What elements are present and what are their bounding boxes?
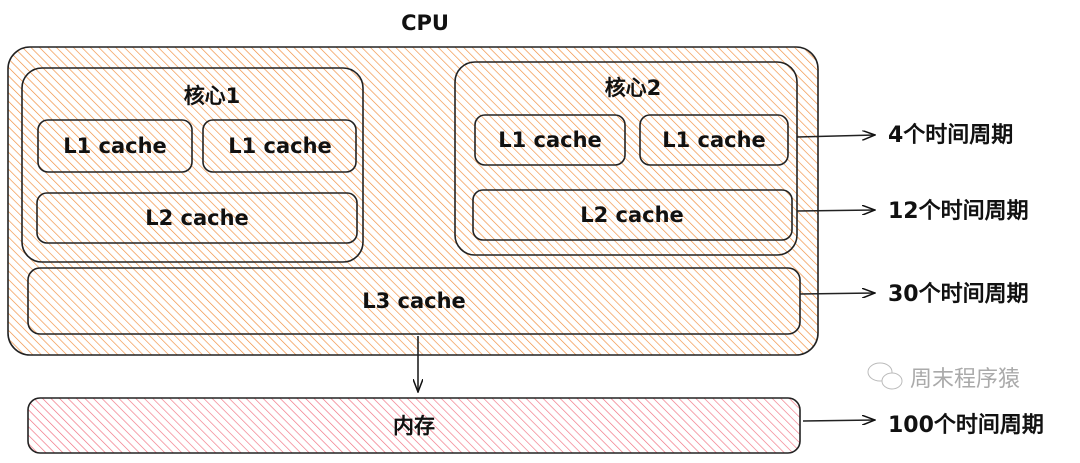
l3-label: L3 cache — [362, 289, 466, 313]
core1-l2-box — [36, 192, 358, 244]
core1-label: 核心1 — [184, 84, 241, 108]
cpu-box — [7, 46, 819, 356]
core2-l1b-label: L1 cache — [662, 128, 766, 152]
memory-box — [27, 397, 801, 454]
l1-latency-label: 4个时间周期 — [888, 123, 1013, 148]
l3-box — [27, 267, 801, 335]
core2-l2-label: L2 cache — [580, 203, 684, 227]
memory-latency-label: 100个时间周期 — [888, 413, 1044, 438]
memory-latency-arrow — [802, 420, 875, 421]
core2-l1a-box — [474, 114, 626, 166]
core1-l1b-box — [202, 119, 357, 173]
core2-l1b-box — [639, 114, 789, 166]
core2-l1a-label: L1 cache — [498, 128, 602, 152]
core1-l1b-label: L1 cache — [228, 134, 332, 158]
core1-l1a-box — [37, 119, 193, 173]
core2-l2-box — [472, 189, 793, 241]
l3-latency-label: 30个时间周期 — [888, 282, 1029, 307]
l1-latency-arrow — [796, 135, 875, 137]
l2-latency-label: 12个时间周期 — [888, 199, 1029, 224]
core2-label: 核心2 — [605, 76, 662, 100]
core1-l1a-label: L1 cache — [63, 134, 167, 158]
l3-latency-arrow — [799, 293, 875, 294]
l2-latency-arrow — [796, 210, 875, 211]
wechat-logo-icon — [867, 362, 903, 390]
core2-box — [454, 61, 798, 256]
watermark: 周末程序猿 — [910, 367, 1020, 392]
cpu-title: CPU — [401, 11, 449, 35]
memory-label: 内存 — [393, 414, 435, 438]
core1-l2-label: L2 cache — [145, 206, 249, 230]
core1-box — [21, 67, 364, 263]
